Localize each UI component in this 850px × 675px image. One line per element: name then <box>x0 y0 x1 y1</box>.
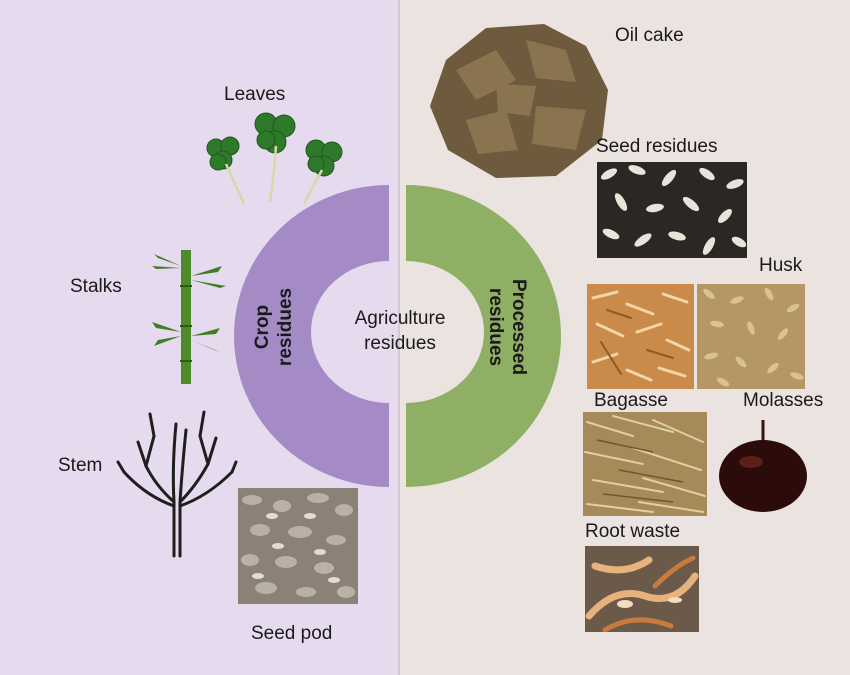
crop-label-line2: residues <box>275 287 296 367</box>
seed-residues-label: Seed residues <box>596 136 718 157</box>
seed-residues-photo <box>597 162 747 258</box>
crop-label-line1: Crop <box>252 304 273 350</box>
processed-residues-half-ring <box>406 185 561 487</box>
leaves-icon <box>196 106 358 210</box>
oil-cake-photo <box>426 20 612 182</box>
root-waste-photo <box>585 546 699 632</box>
oil-cake-label: Oil cake <box>615 25 684 46</box>
stalks-label: Stalks <box>70 276 122 297</box>
seed-pod-label: Seed pod <box>251 623 333 644</box>
husk-photo-tan <box>697 284 805 389</box>
seed-pod-photo <box>238 488 358 604</box>
stem-branches-icon <box>116 406 238 558</box>
center-label-line1: Agriculture <box>354 308 446 329</box>
center-label-line2: residues <box>364 333 436 354</box>
crop-residues-label: Crop residues <box>251 277 297 377</box>
husk-label: Husk <box>759 255 803 276</box>
stem-label: Stem <box>58 455 103 476</box>
processed-label-line1: Processed <box>508 278 529 376</box>
leaves-label: Leaves <box>224 84 286 105</box>
processed-residues-label: Processed residues <box>484 267 530 387</box>
bagasse-photo <box>583 412 707 516</box>
panel-divider <box>398 0 400 675</box>
bamboo-stalk-icon <box>148 236 232 386</box>
root-waste-label: Root waste <box>585 521 681 542</box>
processed-label-line2: residues <box>485 287 506 367</box>
agriculture-residues-center: Agriculture residues <box>318 306 482 356</box>
bagasse-label: Bagasse <box>594 390 668 411</box>
husk-photo-orange <box>587 284 694 389</box>
crop-residues-half-ring <box>234 185 389 487</box>
molasses-label: Molasses <box>743 390 824 411</box>
molasses-photo <box>717 418 809 514</box>
